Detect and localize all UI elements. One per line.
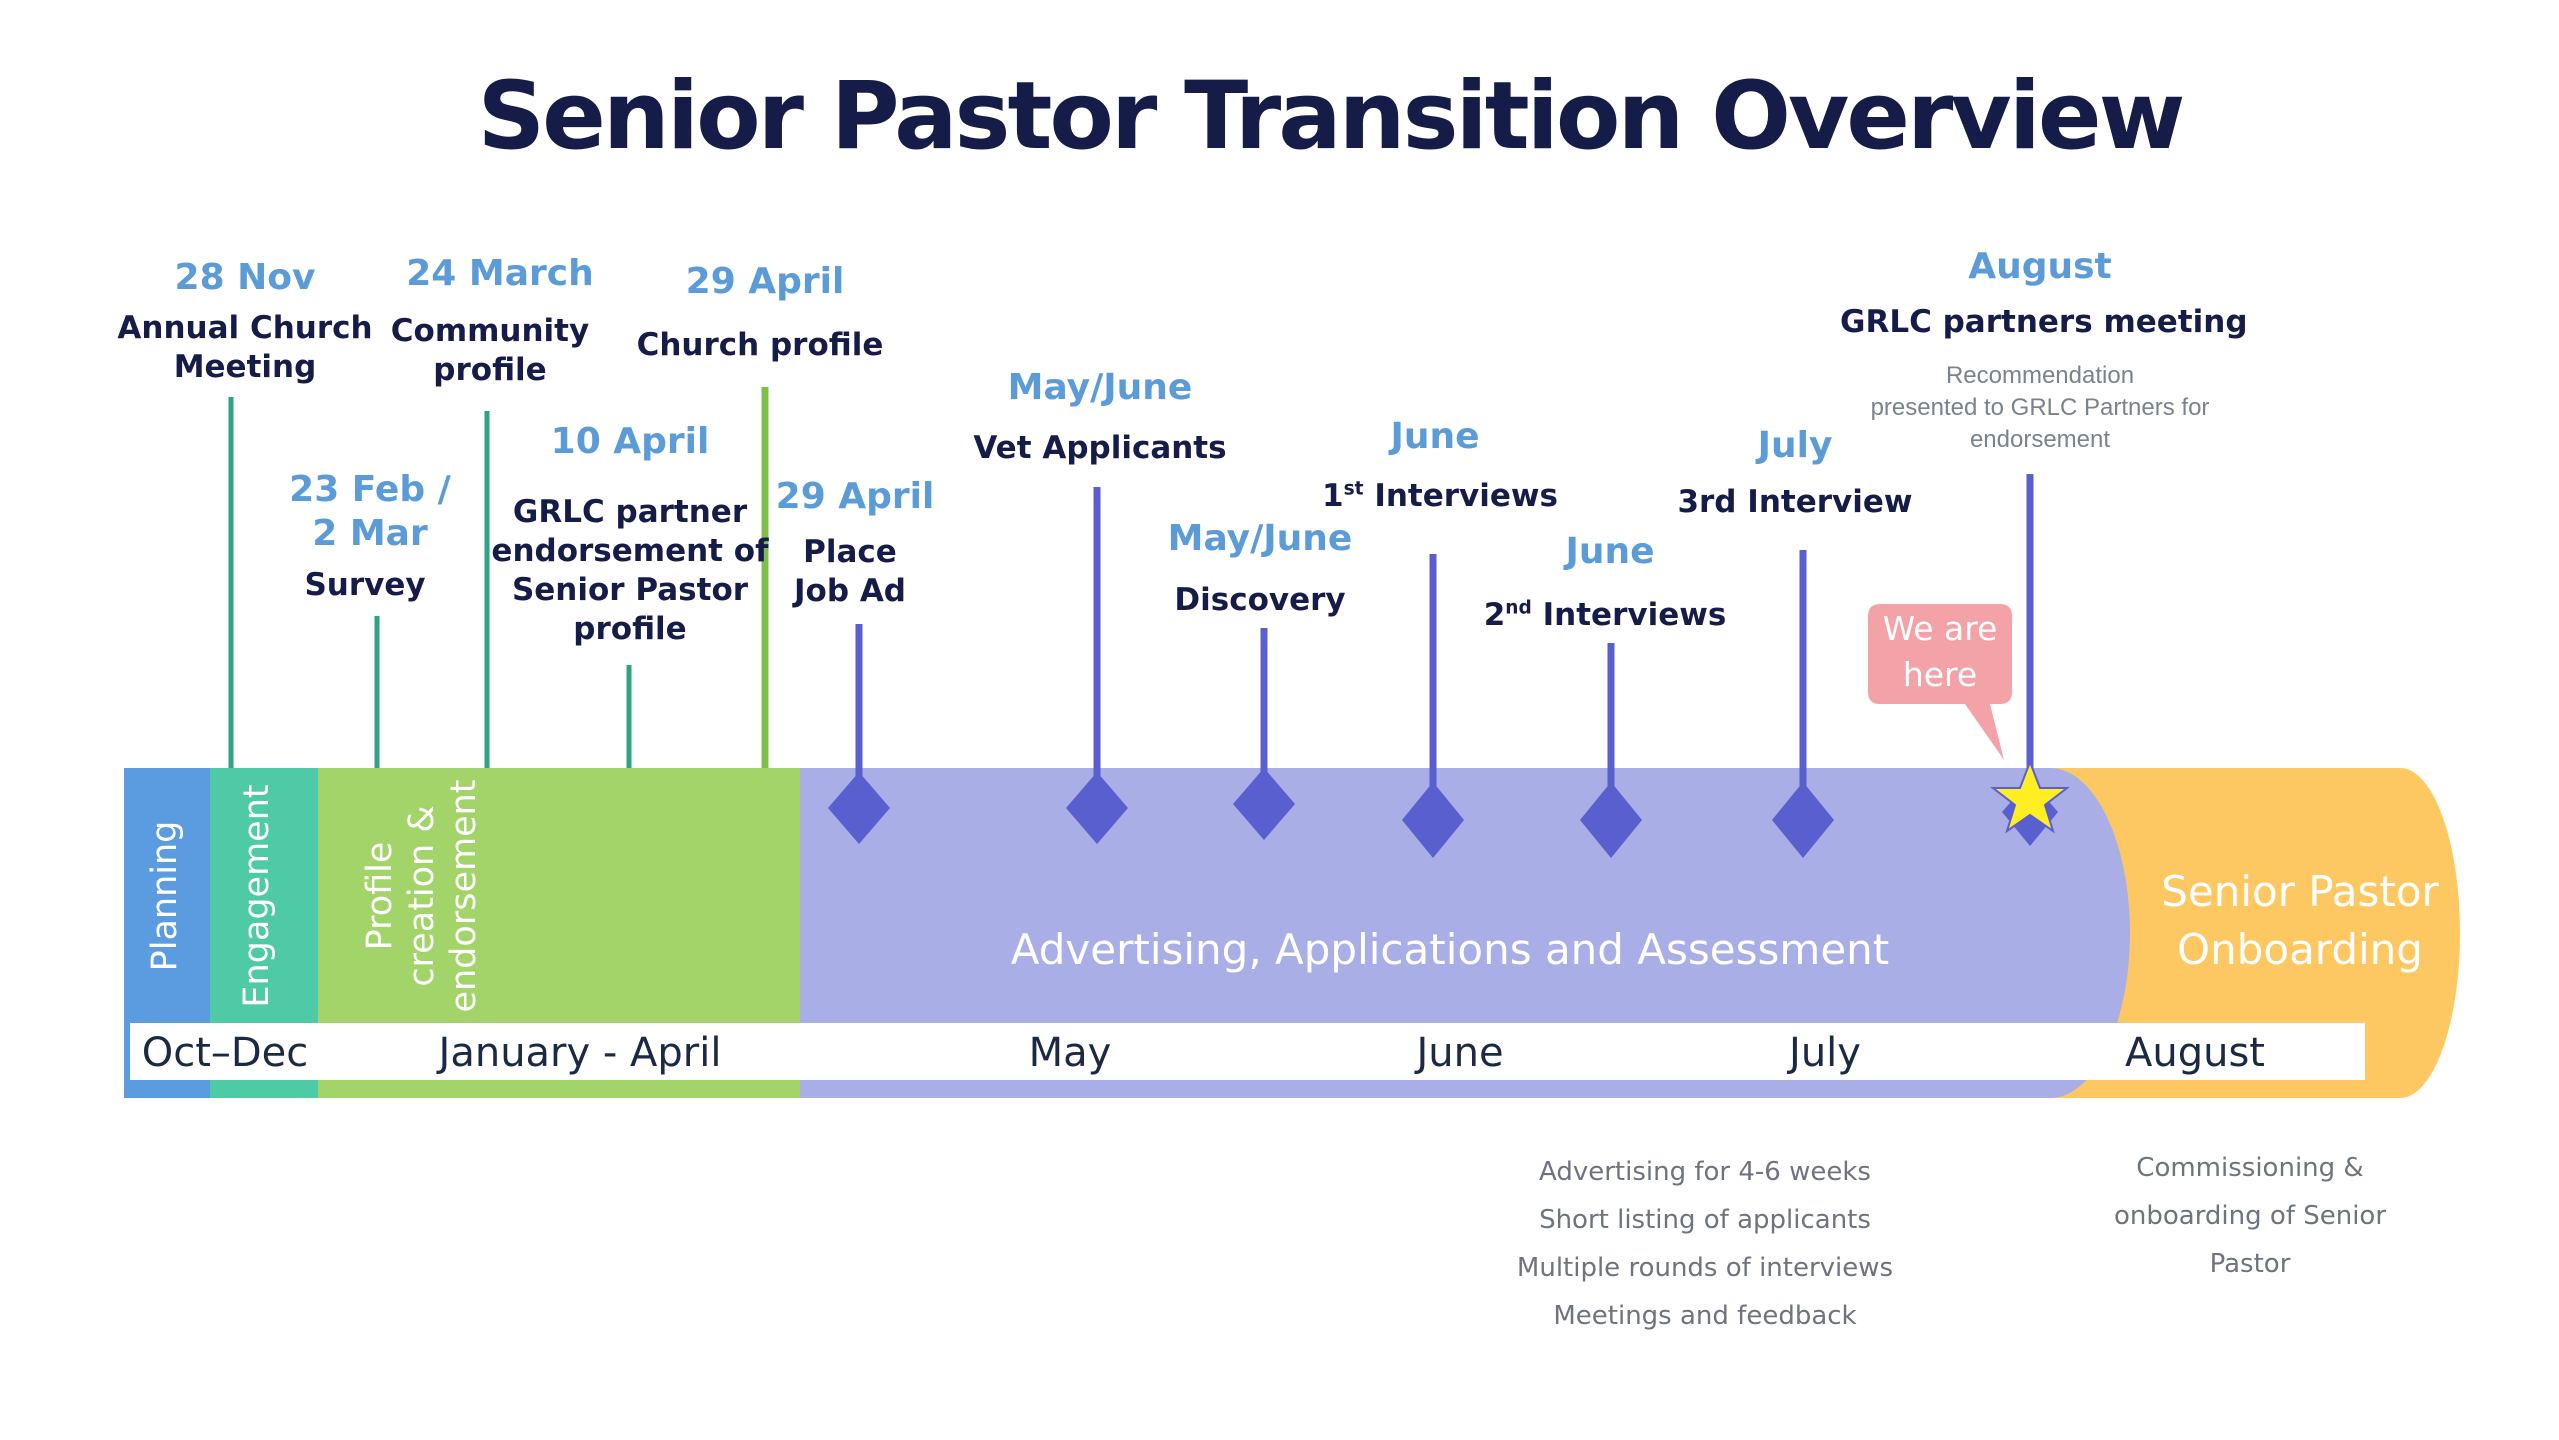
phase-profile-line1: Profile — [360, 841, 400, 951]
milestone-label: profile — [573, 611, 687, 647]
milestone-label: Job Ad — [794, 573, 906, 609]
milestone-label: profile — [433, 352, 547, 388]
onboarding-note: Commissioning & — [2136, 1153, 2364, 1183]
phase-advertising: Advertising, Applications and Assessment — [1010, 925, 1890, 974]
milestone-date: 28 Nov — [174, 257, 316, 298]
milestone-label: 2nd Interviews — [1483, 597, 1727, 633]
phase-engagement: Engagement — [237, 784, 277, 1008]
milestone-date: May/June — [1167, 518, 1353, 559]
milestone-date: May/June — [1007, 367, 1193, 408]
month-august: August — [2125, 1030, 2265, 1076]
milestone-label: Senior Pastor — [511, 572, 749, 608]
phase-planning: Planning — [145, 820, 185, 972]
phase-onboarding-line1: Senior Pastor — [2161, 867, 2439, 916]
phase-profile-line2: creation & — [402, 805, 442, 987]
diamond-icon — [1066, 772, 1128, 844]
milestone-label: Community — [390, 313, 590, 349]
advertising-note: Advertising for 4-6 weeks — [1539, 1157, 1871, 1187]
callout-bubble — [1868, 604, 2012, 760]
milestone-date: July — [1757, 425, 1833, 466]
onboarding-note: Pastor — [2209, 1249, 2291, 1279]
month-strip — [130, 1023, 2365, 1080]
milestone-label: GRLC partners meeting — [1840, 304, 2248, 340]
diamond-icon — [1233, 768, 1295, 840]
callout-line1: We are — [1882, 609, 1998, 648]
milestone-label: endorsement of — [491, 533, 769, 569]
star-icon — [1990, 759, 2070, 834]
milestone-date: August — [1968, 246, 2112, 287]
diamond-icon — [1402, 782, 1464, 858]
diamond-icon — [1580, 782, 1642, 858]
milestone-date: 2 Mar — [312, 513, 428, 554]
milestone-label: Place — [803, 534, 897, 570]
phase-profile-line3: endorsement — [444, 779, 484, 1013]
advertising-note: Short listing of applicants — [1539, 1205, 1871, 1235]
milestone-date: June — [1390, 416, 1480, 457]
advertising-note: Multiple rounds of interviews — [1516, 1253, 1894, 1283]
milestone-label: Annual Church — [117, 310, 373, 346]
milestone-label: Discovery — [1174, 582, 1346, 618]
milestone-date: June — [1565, 531, 1655, 572]
milestone-date: 10 April — [550, 421, 710, 462]
milestone-label: GRLC partner — [512, 494, 748, 530]
milestone-label: Church profile — [636, 327, 884, 363]
onboarding-band — [2030, 768, 2460, 1098]
callout-line2: here — [1902, 655, 1978, 694]
milestone-label: 3rd Interview — [1677, 484, 1913, 520]
milestone-note: Recommendation — [1945, 362, 2135, 389]
diamond-icon — [828, 772, 890, 844]
month-july: July — [1789, 1030, 1861, 1076]
milestone-note: endorsement — [1969, 426, 2111, 453]
milestone-label: Vet Applicants — [973, 430, 1227, 466]
milestone-date: 29 April — [685, 261, 845, 302]
month-june: June — [1416, 1030, 1504, 1076]
milestone-note: presented to GRLC Partners for — [1870, 394, 2210, 421]
milestone-date: 23 Feb / — [289, 469, 451, 510]
advertising-note: Meetings and feedback — [1553, 1301, 1857, 1331]
month-may: May — [1028, 1030, 1112, 1076]
milestone-label: Survey — [304, 567, 426, 603]
month-oct-dec: Oct–Dec — [141, 1030, 309, 1076]
page-title: Senior Pastor Transition Overview — [477, 62, 2185, 171]
phase-onboarding-line2: Onboarding — [2177, 925, 2423, 974]
milestone-date: 24 March — [406, 253, 594, 294]
diamond-icon — [1772, 782, 1834, 858]
onboarding-note: onboarding of Senior — [2113, 1201, 2387, 1231]
milestone-date: 29 April — [775, 476, 935, 517]
milestone-label: 1st Interviews — [1321, 478, 1559, 514]
month-jan-apr: January - April — [438, 1030, 722, 1076]
milestone-label: Meeting — [173, 349, 317, 385]
